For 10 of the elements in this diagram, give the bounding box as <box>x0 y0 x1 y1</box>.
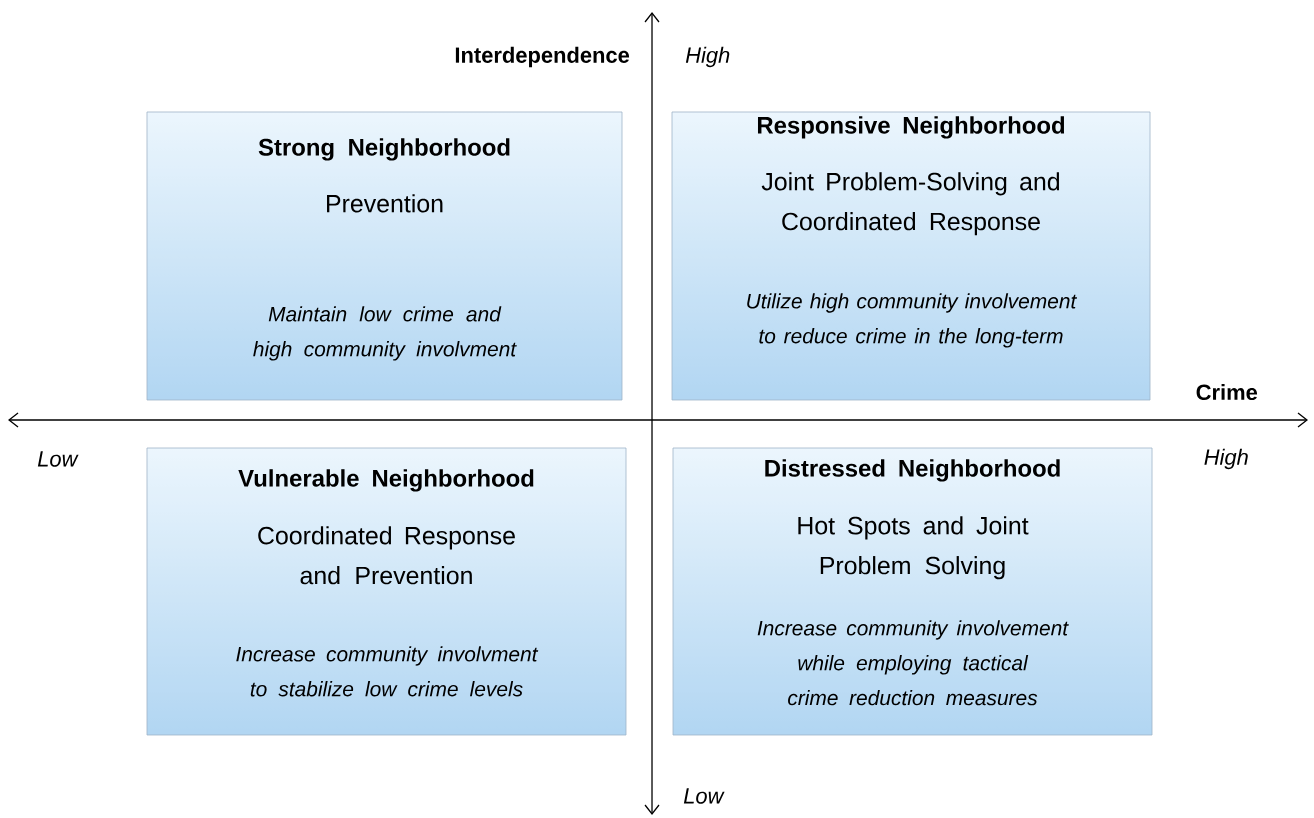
quadrant-box: Responsive Neighborhood Joint Problem-Solving and Coordinated Response Utilize high community involvement to reduce crime in the long-term <box>671 111 1151 401</box>
axis-end-label: Low <box>37 451 79 467</box>
quadrant-box: Vulnerable Neighborhood Coordinated Response and Prevention Increase community involvment to stabilize low crime levels <box>146 447 627 736</box>
axis-end-label: Low <box>683 788 725 804</box>
axis-title: Interdependence <box>455 46 630 68</box>
axis-title: Crime <box>1196 383 1258 401</box>
axis-end-label: High <box>685 46 730 68</box>
axis-end-label: High <box>1204 448 1248 470</box>
quadrant-box: Strong Neighborhood Prevention Maintain low crime and high community involvment <box>146 111 623 401</box>
quadrant-box: Distressed Neighborhood Hot Spots and Joint Problem Solving Increase community involvement while employing tactical crime reduction measures <box>672 447 1153 736</box>
